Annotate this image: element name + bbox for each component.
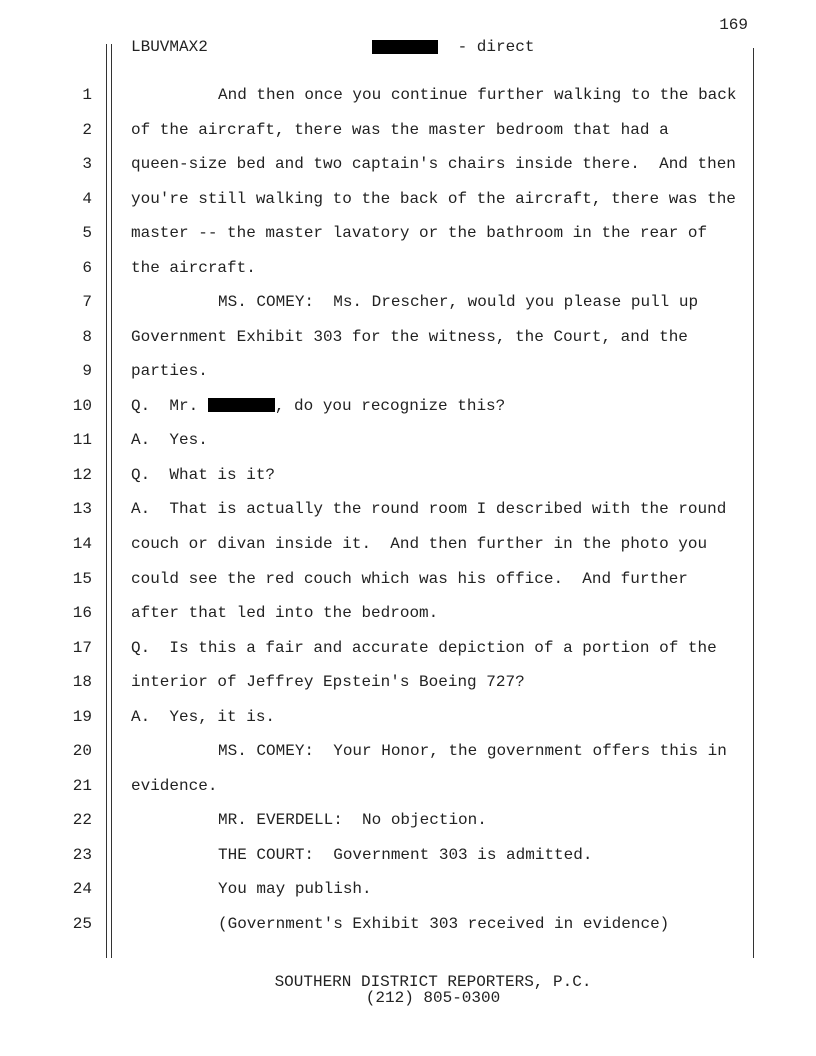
line-number: 11 [72, 431, 92, 450]
line-number: 2 [82, 120, 92, 139]
line-number: 24 [72, 880, 92, 899]
line-text: Government Exhibit 303 for the witness, … [131, 327, 688, 346]
case-code: LBUVMAX2 [131, 38, 208, 56]
transcript-line: A. Yes, it is. [131, 708, 275, 726]
transcript-line: MS. COMEY: Ms. Drescher, would you pleas… [131, 293, 698, 311]
line-number: 20 [72, 742, 92, 761]
line-number: 7 [82, 293, 92, 312]
line-text: you're still walking to the back of the … [131, 189, 736, 208]
line-number: 21 [72, 776, 92, 795]
transcript-line: interior of Jeffrey Epstein's Boeing 727… [131, 673, 525, 691]
footer-phone: (212) 805-0300 [365, 989, 501, 1007]
transcript-line: Government Exhibit 303 for the witness, … [131, 328, 688, 346]
transcript-line: MS. COMEY: Your Honor, the government of… [131, 742, 727, 760]
line-number: 17 [72, 638, 92, 657]
transcript-line: (Government's Exhibit 303 received in ev… [131, 915, 669, 933]
margin-line-left-inner [111, 44, 112, 958]
line-text: master -- the master lavatory or the bat… [131, 224, 708, 243]
line-number: 4 [82, 189, 92, 208]
transcript-line: THE COURT: Government 303 is admitted. [131, 846, 592, 864]
line-text: THE COURT: Government 303 is admitted. [218, 845, 593, 864]
transcript-line: Q. What is it? [131, 466, 275, 484]
line-text: of the aircraft, there was the master be… [131, 120, 669, 139]
footer-reporter: SOUTHERN DISTRICT REPORTERS, P.C. [274, 973, 592, 991]
line-number: 8 [82, 327, 92, 346]
line-text: evidence. [131, 776, 218, 795]
transcript-line: Q. Is this a fair and accurate depiction… [131, 639, 717, 657]
line-text: Q. What is it? [131, 465, 276, 484]
line-number: 5 [82, 224, 92, 243]
line-number: 16 [72, 604, 92, 623]
line-text: Q. Mr. [131, 396, 208, 415]
line-number: 14 [72, 535, 92, 554]
line-text: MS. COMEY: Ms. Drescher, would you pleas… [218, 293, 699, 312]
transcript-line: And then once you continue further walki… [131, 86, 736, 104]
line-text: interior of Jeffrey Epstein's Boeing 727… [131, 673, 525, 692]
line-text: queen-size bed and two captain's chairs … [131, 155, 736, 174]
line-number: 1 [82, 86, 92, 104]
line-number: 18 [72, 673, 92, 692]
line-number: 15 [72, 569, 92, 588]
line-number: 25 [72, 914, 92, 933]
line-text-after: , do you recognize this? [274, 396, 506, 415]
line-number: 12 [72, 465, 92, 484]
line-number: 3 [82, 155, 92, 174]
line-text: (Government's Exhibit 303 received in ev… [218, 914, 670, 933]
transcript-line: of the aircraft, there was the master be… [131, 121, 669, 139]
redaction-box [372, 40, 438, 54]
transcript-line: Q. Mr. , do you recognize this? [131, 397, 505, 415]
line-text: couch or divan inside it. And then furth… [131, 535, 708, 554]
line-number: 9 [82, 362, 92, 381]
transcript-line: queen-size bed and two captain's chairs … [131, 155, 736, 173]
line-number: 19 [72, 707, 92, 726]
line-number: 22 [72, 811, 92, 830]
transcript-line: evidence. [131, 777, 217, 795]
line-text: MR. EVERDELL: No objection. [218, 811, 487, 830]
transcript-line: MR. EVERDELL: No objection. [131, 811, 487, 829]
margin-line-left-outer [106, 44, 107, 958]
line-number: 23 [72, 845, 92, 864]
redaction-box [207, 397, 275, 412]
line-text: parties. [131, 362, 208, 381]
line-number: 6 [82, 258, 92, 277]
transcript-line: parties. [131, 362, 208, 380]
line-text: after that led into the bedroom. [131, 604, 439, 623]
line-text: MS. COMEY: Your Honor, the government of… [218, 742, 727, 761]
transcript-line: after that led into the bedroom. [131, 604, 438, 622]
transcript-line: the aircraft. [131, 259, 256, 277]
line-text: could see the red couch which was his of… [131, 569, 688, 588]
line-number: 13 [72, 500, 92, 519]
line-text: A. That is actually the round room I des… [131, 500, 727, 519]
page-number: 169 [719, 16, 748, 34]
line-text: A. Yes. [131, 431, 208, 450]
transcript-line: could see the red couch which was his of… [131, 570, 688, 588]
line-number: 10 [72, 396, 92, 415]
line-text: the aircraft. [131, 258, 256, 277]
transcript-line: master -- the master lavatory or the bat… [131, 224, 707, 242]
transcript-line: You may publish. [131, 880, 372, 898]
margin-line-right [753, 48, 754, 958]
line-text: And then once you continue further walki… [218, 86, 737, 104]
line-text: You may publish. [218, 880, 372, 899]
line-text: A. Yes, it is. [131, 707, 276, 726]
section-label: - direct [448, 38, 535, 56]
transcript-line: you're still walking to the back of the … [131, 190, 736, 208]
line-text: Q. Is this a fair and accurate depiction… [131, 638, 717, 657]
transcript-line: couch or divan inside it. And then furth… [131, 535, 707, 553]
transcript-line: A. Yes. [131, 431, 208, 449]
transcript-line: A. That is actually the round room I des… [131, 500, 726, 518]
